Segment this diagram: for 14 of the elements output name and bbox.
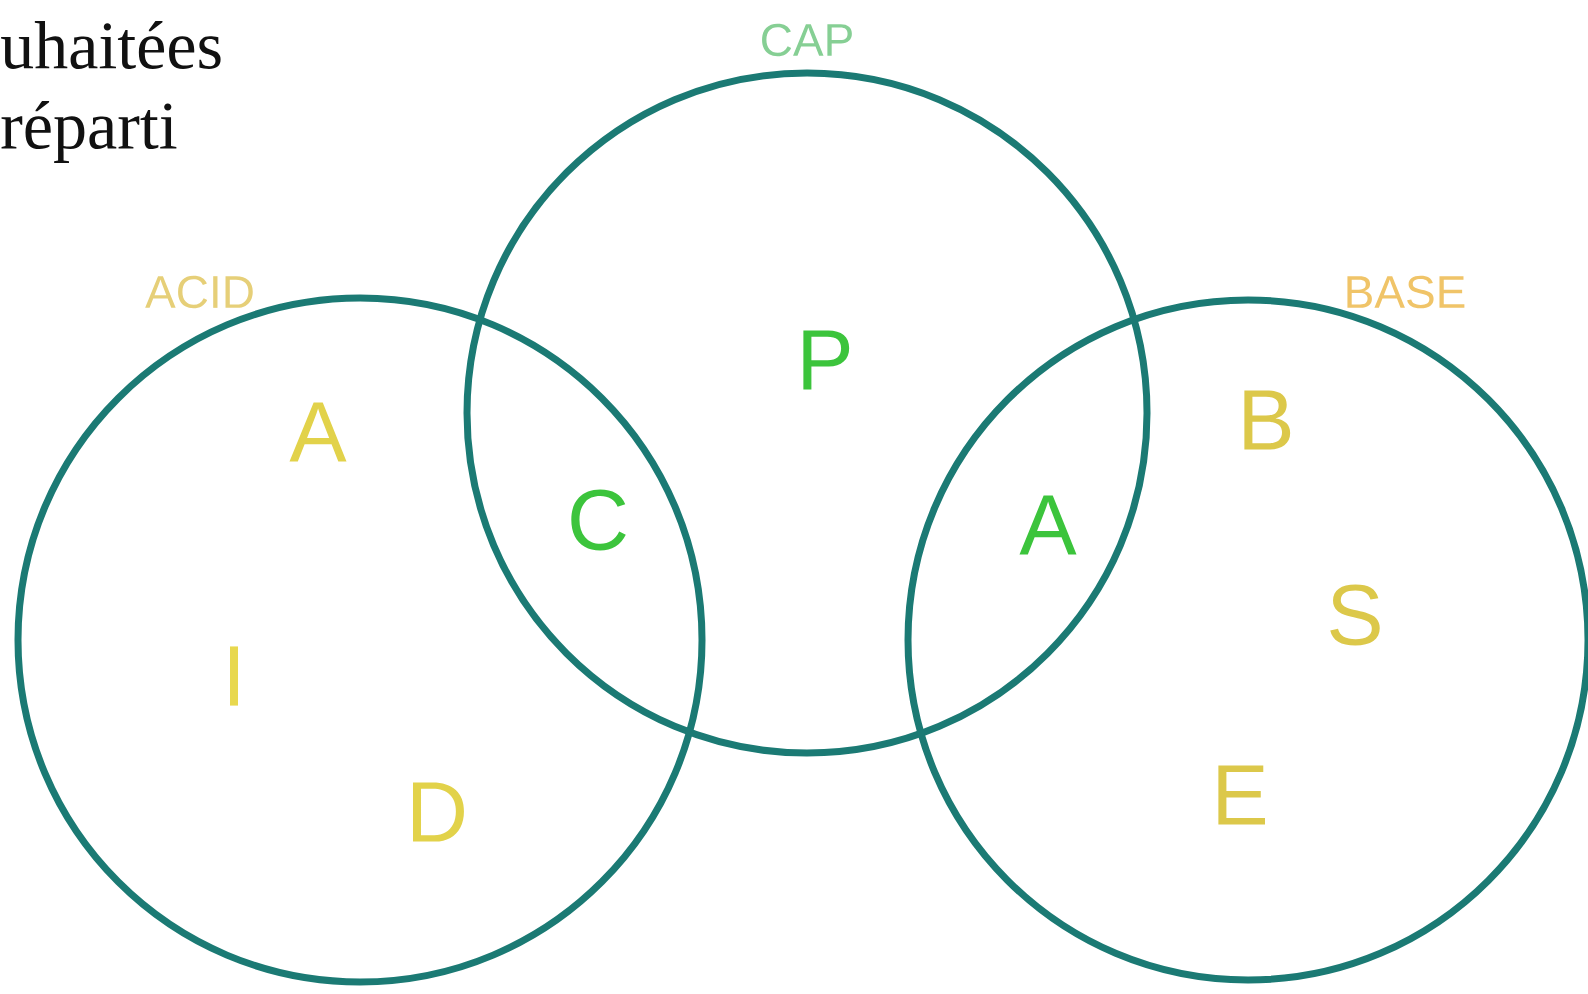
heading-text: réparti: [1, 101, 177, 163]
region-letter: A: [289, 402, 347, 462]
circle-heading: BASE: [1347, 275, 1465, 309]
region-letter: B: [1244, 390, 1291, 450]
heading-text: uhaitées: [1, 21, 221, 69]
circle-heading: ACID: [145, 275, 253, 309]
region-letter: P: [803, 330, 850, 390]
region-letter: D: [413, 782, 464, 842]
circle-heading: CAP: [762, 23, 852, 57]
region-letter: S: [1330, 584, 1380, 646]
region-letter: A: [1019, 495, 1077, 555]
region-letter: C: [571, 489, 626, 551]
region-letter: E: [1218, 765, 1265, 825]
region-letter: I: [230, 646, 238, 706]
